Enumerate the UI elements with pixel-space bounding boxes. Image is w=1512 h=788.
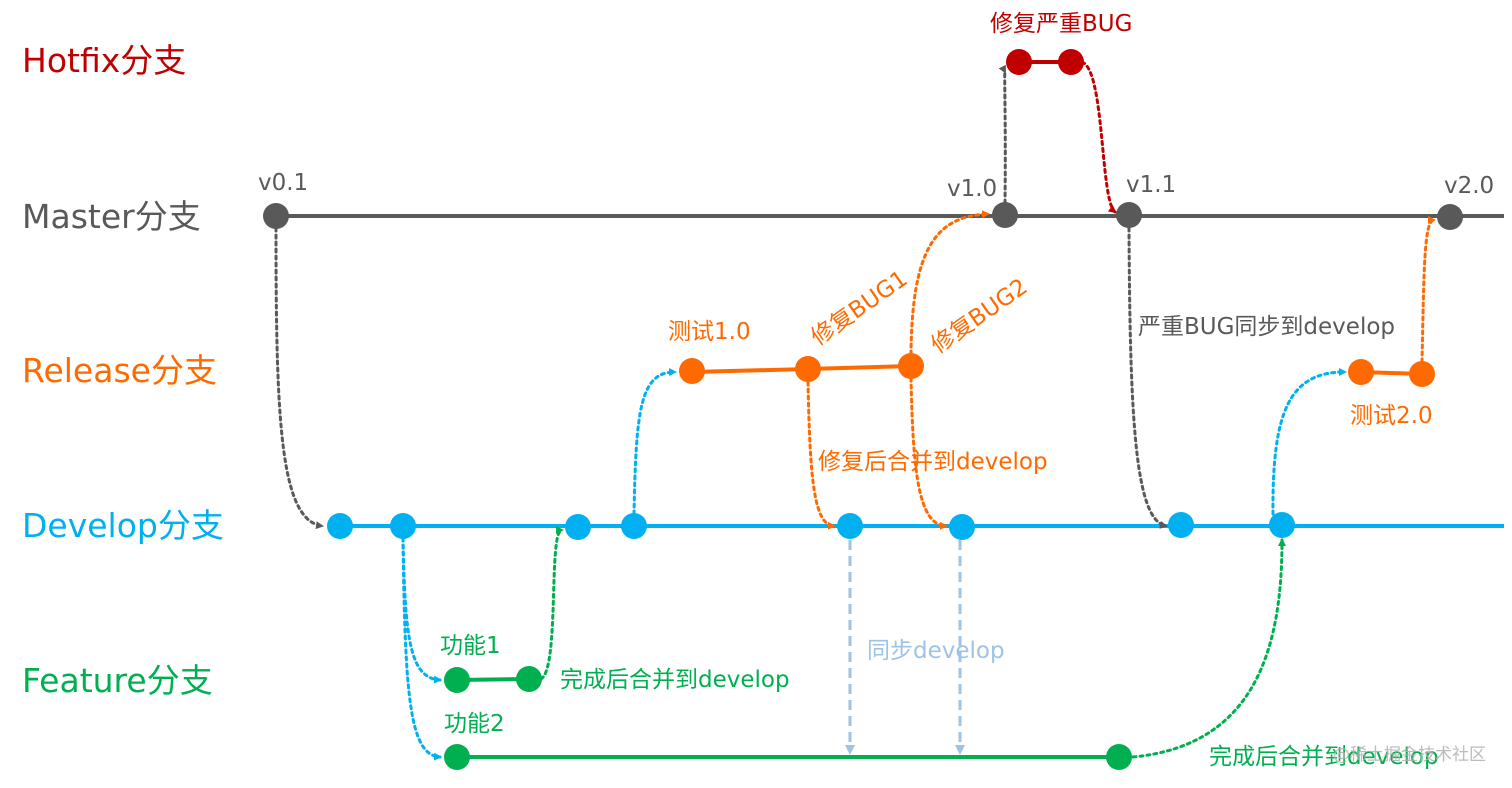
release2-to-master-arrow (1420, 216, 1436, 364)
release-commit (795, 356, 821, 382)
develop-commit (621, 513, 647, 539)
version-label-v1-0: v1.0 (947, 176, 997, 202)
hotfix-commit (1006, 49, 1032, 75)
develop-commit (1269, 512, 1295, 538)
feature2-merge-arrow (1131, 538, 1286, 759)
lane-label-master: Master分支 (22, 197, 201, 236)
hotfix-to-master-arrow (1080, 60, 1117, 214)
master-to-develop-bugsync-arrow (1127, 226, 1168, 529)
fix-merge-develop-note: 修复后合并到develop (818, 449, 1048, 475)
feature-commit (516, 666, 542, 692)
master-to-hotfix-arrow (998, 64, 1007, 205)
release-commit (898, 353, 924, 379)
develop-commit (949, 514, 975, 540)
watermark: @稀土掘金技术社区 (1333, 745, 1486, 765)
develop-to-feature1-arrow (401, 536, 442, 684)
release-fix1-merge-arrow (806, 380, 836, 530)
release-test1-label: 测试1.0 (668, 319, 751, 345)
lane-label-release: Release分支 (22, 351, 217, 390)
bug-sync-note: 严重BUG同步到develop (1138, 314, 1395, 340)
lane-label-hotfix: Hotfix分支 (22, 41, 186, 80)
master-commit-v2-0 (1437, 204, 1463, 230)
release-commit (1348, 359, 1374, 385)
feature1-merge-note: 完成后合并到develop (560, 667, 790, 693)
lane-label-develop: Develop分支 (22, 506, 224, 545)
feature2-label: 功能2 (444, 711, 505, 737)
develop-commit (390, 513, 416, 539)
develop-commit (837, 513, 863, 539)
lane-label-feature: Feature分支 (22, 661, 213, 700)
fix-bug1-label: 修复BUG1 (807, 266, 913, 351)
release-test2-label: 测试2.0 (1350, 403, 1433, 429)
hotfix-title: 修复严重BUG (990, 11, 1132, 37)
version-label-v0-1: v0.1 (258, 170, 308, 196)
master-to-develop-arrow (274, 226, 324, 530)
develop-to-feature2-arrow (401, 536, 442, 761)
develop-commit (327, 513, 353, 539)
version-label-v1-1: v1.1 (1126, 172, 1176, 198)
develop-to-release2-arrow (1271, 368, 1347, 516)
feature1-label: 功能1 (440, 633, 501, 659)
version-label-v2-0: v2.0 (1444, 173, 1494, 199)
release-fix2-merge-arrow (909, 376, 948, 530)
release-commit (679, 358, 705, 384)
release-commit (1409, 361, 1435, 387)
feature-commit (1106, 744, 1132, 770)
fix-bug2-label: 修复BUG2 (927, 274, 1033, 359)
feature1-merge-arrow (539, 526, 564, 681)
develop-commit (1168, 512, 1194, 538)
develop-commit (565, 514, 591, 540)
feature-commit (444, 744, 470, 770)
master-commit-v1-0 (992, 202, 1018, 228)
develop-to-release1-arrow (632, 368, 677, 516)
feature-commit (444, 667, 470, 693)
master-commit-v1-1 (1116, 202, 1142, 228)
release1-to-master-arrow (909, 210, 990, 356)
hotfix-commit (1058, 49, 1084, 75)
master-commit-v0-1 (263, 203, 289, 229)
sync-develop-note: 同步develop (867, 638, 1005, 664)
feature2-merge-note: 完成后合并到develop (1209, 744, 1439, 770)
